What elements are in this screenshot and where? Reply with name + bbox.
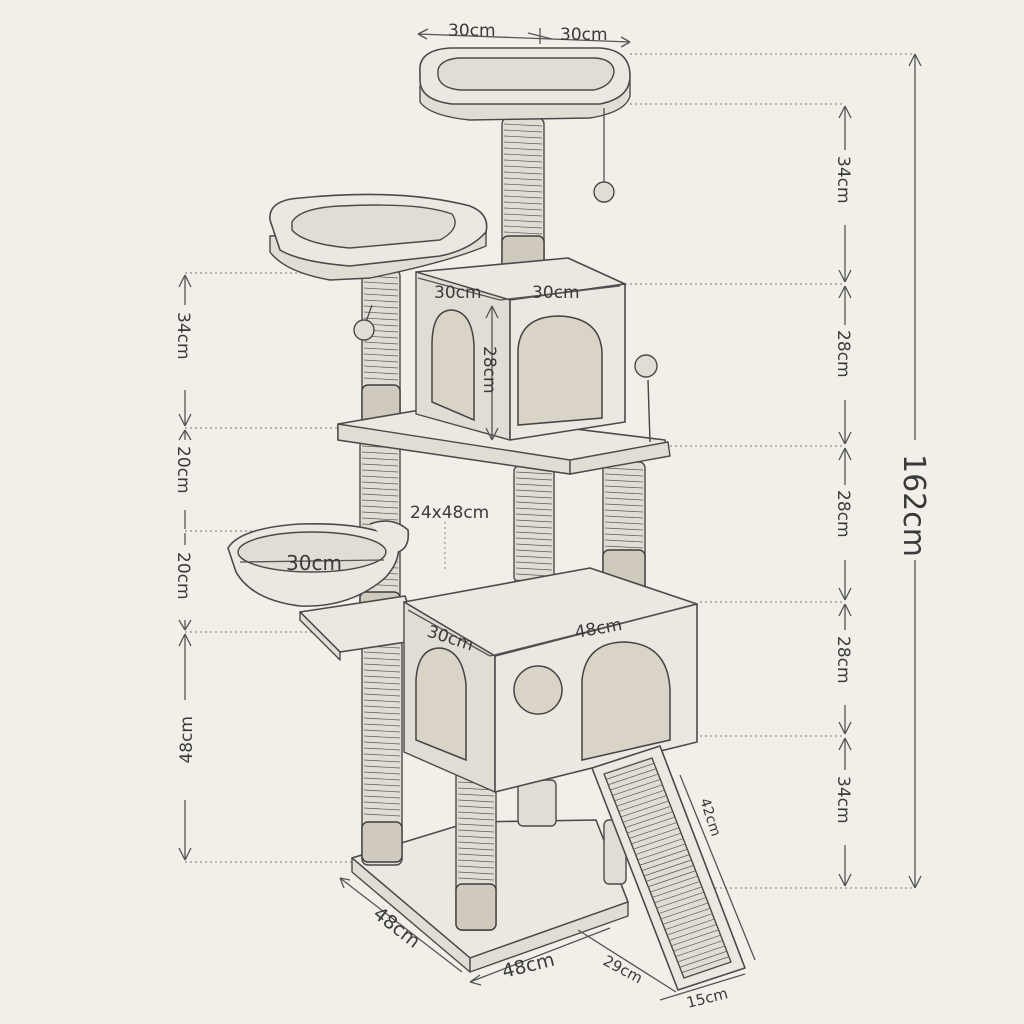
label-left-mid-a: 20cm bbox=[173, 446, 193, 494]
label-left-upper: 34cm bbox=[173, 312, 193, 360]
ramp bbox=[591, 745, 746, 991]
label-upper-condo-width: 30cm bbox=[532, 283, 580, 303]
label-ramp-length: 42cm bbox=[696, 796, 723, 838]
label-right-mid-post: 28cm bbox=[833, 490, 853, 538]
label-top-perch-left: 30cm bbox=[448, 21, 496, 41]
label-left-mid-b: 20cm bbox=[173, 552, 193, 600]
rope-texture bbox=[361, 123, 644, 881]
label-right-lower-condo: 28cm bbox=[833, 636, 853, 684]
label-upper-condo-height: 28cm bbox=[479, 346, 499, 394]
label-right-top-gap: 34cm bbox=[833, 156, 853, 204]
label-right-base-gap: 34cm bbox=[833, 776, 853, 824]
dimension-arrows bbox=[178, 28, 922, 1001]
upper-condo bbox=[415, 257, 626, 441]
left-perch bbox=[269, 193, 488, 281]
label-basket-diameter: 30cm bbox=[286, 551, 342, 575]
label-total-height: 162cm bbox=[896, 454, 931, 557]
label-platform-size: 24x48cm bbox=[410, 503, 489, 523]
toy-balls bbox=[353, 108, 658, 443]
middle-platform bbox=[337, 409, 671, 475]
label-upper-condo-depth: 30cm bbox=[434, 283, 482, 303]
label-left-bottom: 48cm bbox=[177, 716, 197, 764]
top-perch bbox=[419, 47, 631, 121]
lower-condo bbox=[299, 567, 698, 793]
ramp-texture bbox=[603, 757, 730, 973]
label-ramp-offset: 29cm bbox=[600, 952, 645, 988]
label-right-upper-condo: 28cm bbox=[833, 330, 853, 378]
label-ramp-width: 15cm bbox=[685, 984, 730, 1012]
label-top-perch-right: 30cm bbox=[560, 25, 608, 45]
